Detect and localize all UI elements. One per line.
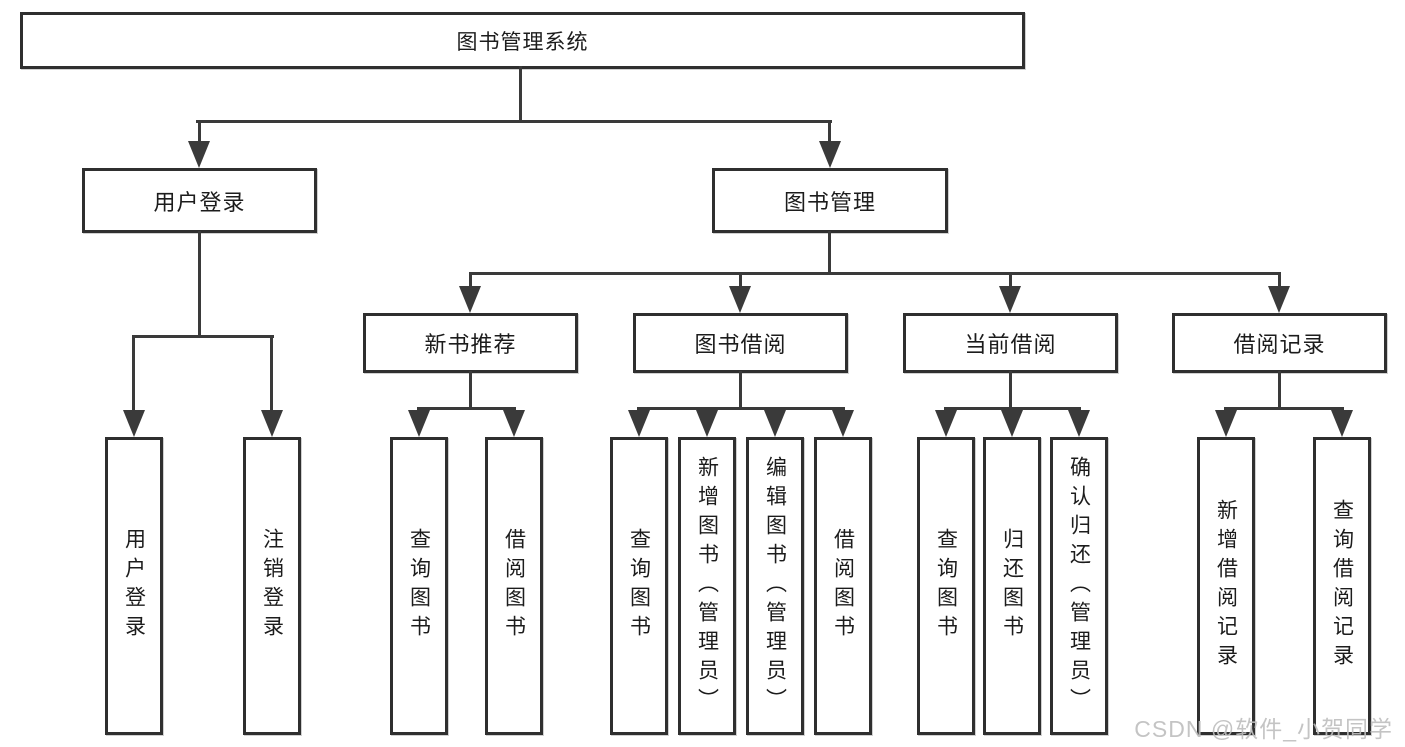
node-new-book-recommend: 新书推荐 bbox=[363, 313, 578, 373]
node-leaf-borrow-book: 借阅图书 bbox=[814, 437, 872, 735]
connector-group-drop bbox=[1278, 371, 1281, 410]
connector-stub-leaf bbox=[270, 335, 273, 417]
node-leaf-add-borrow-record: 新增借阅记录 bbox=[1197, 437, 1255, 735]
leaf-label: 编辑图书（管理员） bbox=[763, 455, 787, 717]
node-book-management: 图书管理 bbox=[712, 168, 948, 233]
node-root-system: 图书管理系统 bbox=[20, 12, 1025, 69]
arrow-down-icon bbox=[503, 410, 525, 437]
arrow-down-icon bbox=[408, 410, 430, 437]
arrow-down-icon bbox=[819, 141, 841, 168]
leaf-label: 用户登录 bbox=[122, 528, 146, 644]
node-root-label: 图书管理系统 bbox=[456, 30, 589, 54]
node-leaf-query-book: 查询图书 bbox=[917, 437, 975, 735]
arrow-down-icon bbox=[1268, 286, 1290, 313]
node-leaf-borrow-book: 借阅图书 bbox=[485, 437, 543, 735]
connector-root-drop bbox=[519, 66, 522, 123]
arrow-down-icon bbox=[628, 410, 650, 437]
connector-stub-leaf bbox=[132, 335, 135, 417]
arrow-down-icon bbox=[999, 286, 1021, 313]
watermark: CSDN @软件_小贺同学 bbox=[1134, 716, 1393, 742]
node-leaf-query-borrow-record: 查询借阅记录 bbox=[1313, 437, 1371, 735]
node-leaf-edit-book-admin: 编辑图书（管理员） bbox=[746, 437, 804, 735]
connector-mgmt-split bbox=[469, 272, 1281, 275]
connector-stub-group bbox=[1009, 272, 1012, 293]
leaf-label: 查询图书 bbox=[934, 528, 958, 644]
connector-group-drop bbox=[739, 371, 742, 410]
arrow-down-icon bbox=[1215, 410, 1237, 437]
leaf-label: 查询图书 bbox=[407, 528, 431, 644]
leaf-label: 新增图书（管理员） bbox=[695, 455, 719, 717]
arrow-down-icon bbox=[832, 410, 854, 437]
arrow-down-icon bbox=[459, 286, 481, 313]
node-book-borrow: 图书借阅 bbox=[633, 313, 848, 373]
arrow-down-icon bbox=[729, 286, 751, 313]
connector-mgmt-drop bbox=[828, 231, 831, 275]
node-leaf-query-book: 查询图书 bbox=[610, 437, 668, 735]
connector-stub-user-login bbox=[198, 120, 201, 148]
connector-stub-group bbox=[1278, 272, 1281, 293]
connector-root-split bbox=[196, 120, 832, 123]
connector-user-drop bbox=[198, 231, 201, 338]
arrow-down-icon bbox=[123, 410, 145, 437]
leaf-label: 查询借阅记录 bbox=[1330, 499, 1354, 673]
connector-stub-book-mgmt bbox=[828, 120, 831, 148]
arrow-down-icon bbox=[1331, 410, 1353, 437]
node-current-borrow-label: 当前借阅 bbox=[964, 332, 1057, 357]
node-leaf-confirm-return-admin: 确认归还（管理员） bbox=[1050, 437, 1108, 735]
connector-group-split bbox=[637, 407, 845, 410]
leaf-label: 查询图书 bbox=[627, 528, 651, 644]
node-user-login-label: 用户登录 bbox=[153, 189, 246, 215]
leaf-label: 归还图书 bbox=[1000, 528, 1024, 644]
connector-group-split bbox=[417, 407, 516, 410]
node-leaf-user-login: 用户登录 bbox=[105, 437, 163, 735]
arrow-down-icon bbox=[764, 410, 786, 437]
connector-stub-group bbox=[469, 272, 472, 293]
connector-group-drop bbox=[469, 371, 472, 410]
node-leaf-query-book: 查询图书 bbox=[390, 437, 448, 735]
leaf-label: 借阅图书 bbox=[502, 528, 526, 644]
connector-stub-group bbox=[739, 272, 742, 293]
leaf-label: 注销登录 bbox=[260, 528, 284, 644]
arrow-down-icon bbox=[696, 410, 718, 437]
node-borrow-records: 借阅记录 bbox=[1172, 313, 1387, 373]
node-book-management-label: 图书管理 bbox=[783, 189, 876, 215]
arrow-down-icon bbox=[935, 410, 957, 437]
node-leaf-return-book: 归还图书 bbox=[983, 437, 1041, 735]
node-current-borrow: 当前借阅 bbox=[903, 313, 1118, 373]
arrow-down-icon bbox=[1001, 410, 1023, 437]
node-book-borrow-label: 图书借阅 bbox=[694, 332, 787, 357]
connector-group-split bbox=[1224, 407, 1344, 410]
node-leaf-add-book-admin: 新增图书（管理员） bbox=[678, 437, 736, 735]
arrow-down-icon bbox=[1068, 410, 1090, 437]
connector-group-drop bbox=[1009, 371, 1012, 410]
arrow-down-icon bbox=[188, 141, 210, 168]
connector-user-split bbox=[132, 335, 274, 338]
node-new-book-recommend-label: 新书推荐 bbox=[424, 332, 517, 357]
arrow-down-icon bbox=[261, 410, 283, 437]
leaf-label: 新增借阅记录 bbox=[1214, 499, 1238, 673]
leaf-label: 确认归还（管理员） bbox=[1067, 455, 1091, 717]
leaf-label: 借阅图书 bbox=[831, 528, 855, 644]
node-borrow-records-label: 借阅记录 bbox=[1233, 332, 1326, 357]
node-user-login: 用户登录 bbox=[82, 168, 317, 233]
node-leaf-logout: 注销登录 bbox=[243, 437, 301, 735]
